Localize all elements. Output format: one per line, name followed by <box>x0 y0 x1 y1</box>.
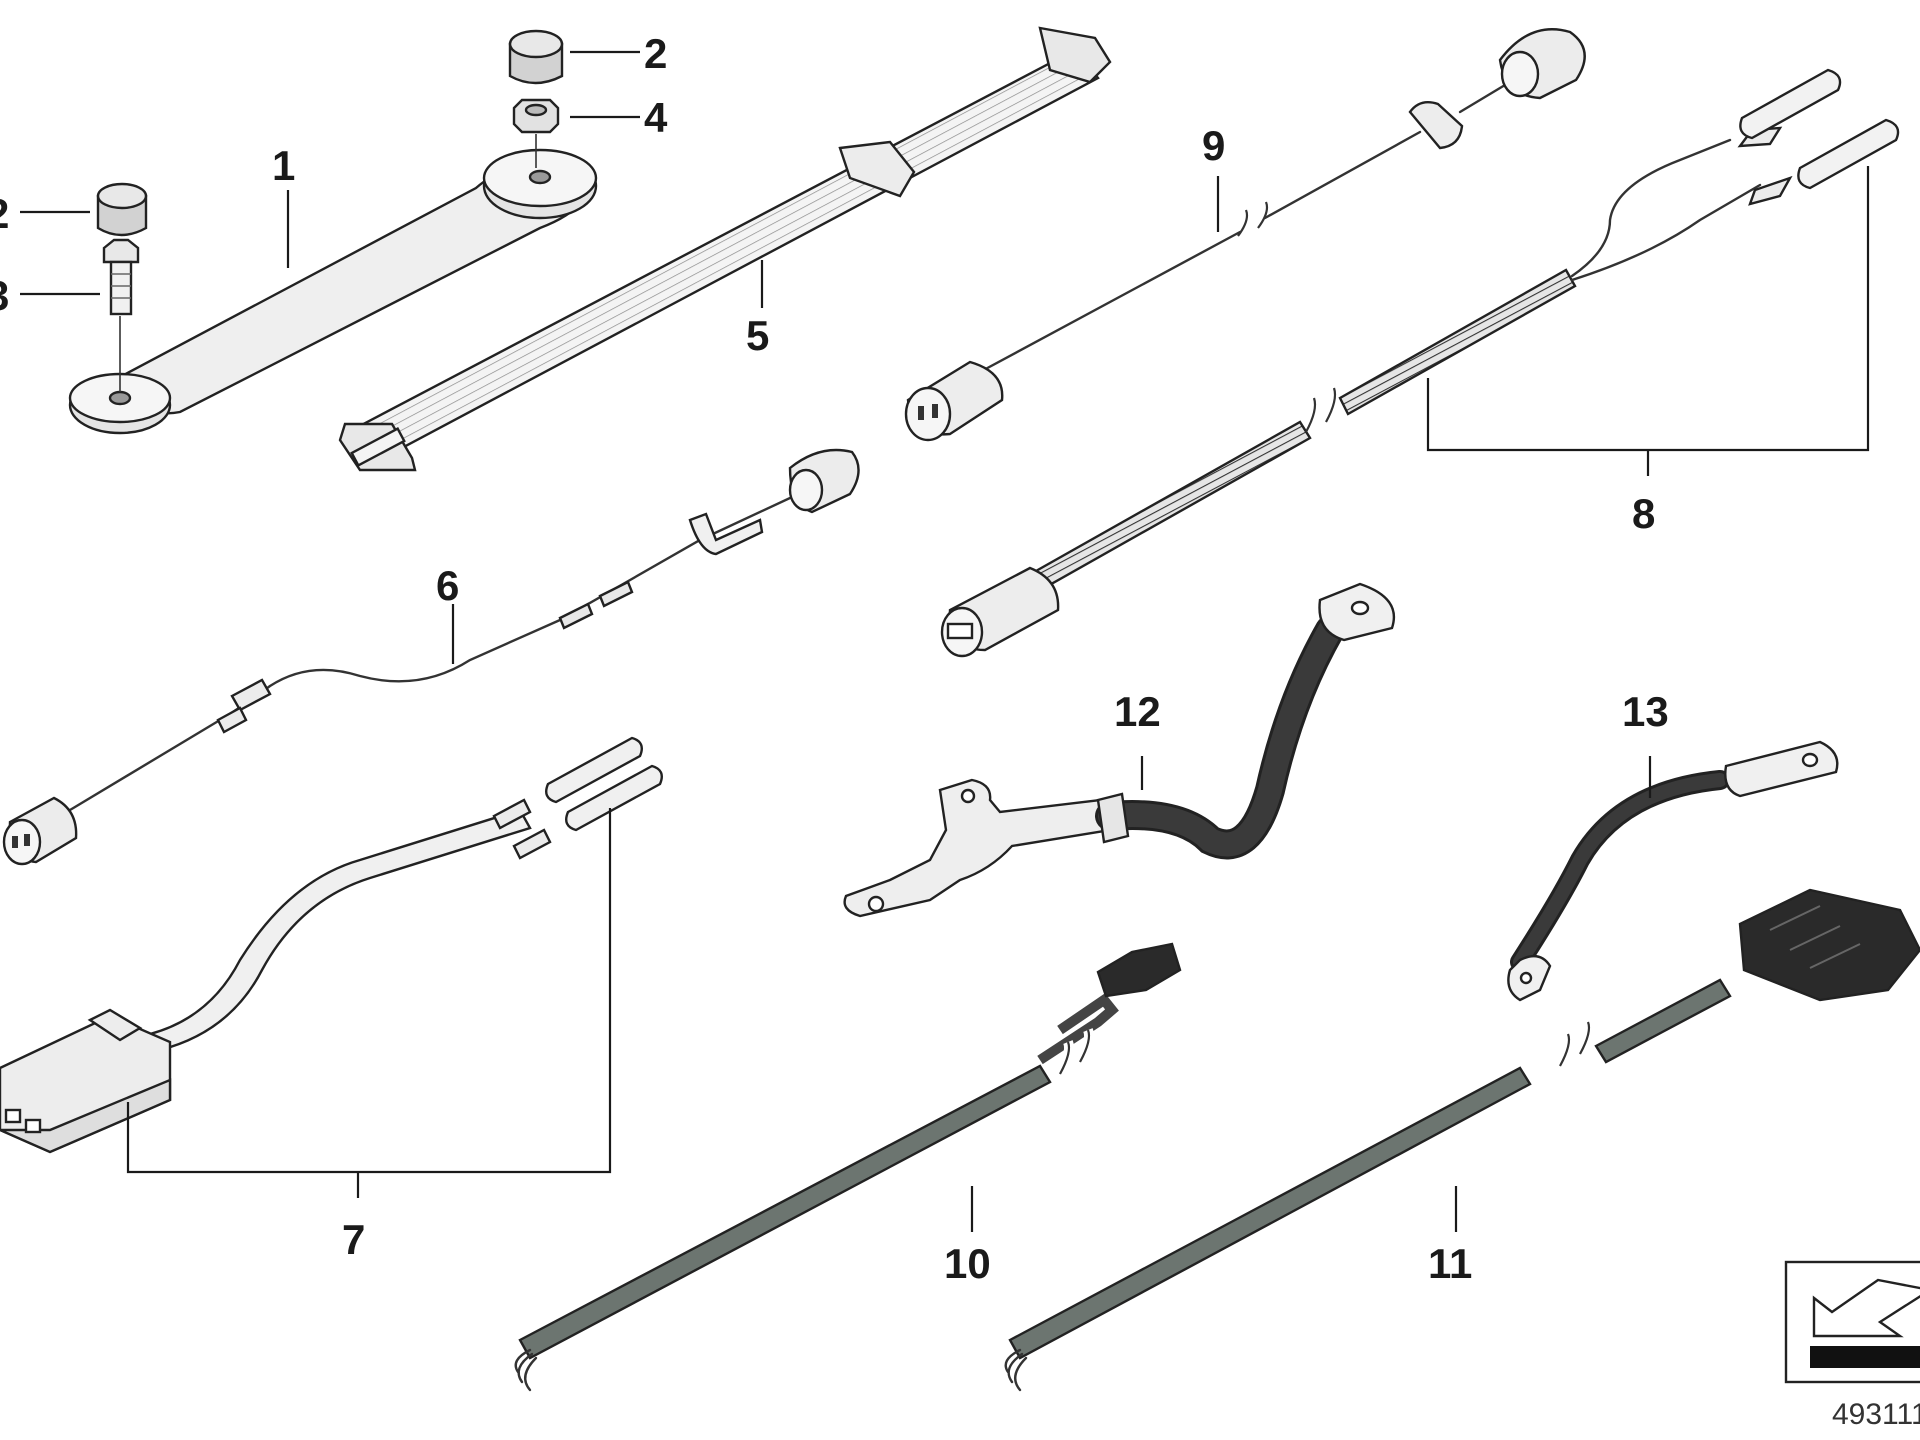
part-2-cap-top <box>508 29 564 85</box>
callout-2-left: 2 <box>0 190 9 237</box>
callout-7: 7 <box>342 1216 365 1263</box>
callout-3: 3 <box>0 272 9 319</box>
reference-box: 493111 <box>1784 1260 1920 1431</box>
callout-11: 11 <box>1428 1240 1472 1287</box>
part-4-nut <box>512 98 560 168</box>
part-10-cable <box>514 942 1182 1392</box>
part-12-ground-strap <box>843 582 1396 918</box>
part-5-ribbon-cable <box>338 26 1112 472</box>
part-9-sensor-cable <box>904 28 1586 442</box>
part-11-cable <box>1004 888 1920 1392</box>
callout-2-top: 2 <box>644 30 667 77</box>
reference-number: 493111 <box>1832 1398 1920 1431</box>
part-3-screw <box>102 238 140 392</box>
part-2-cap-left <box>96 182 148 237</box>
leader-lines <box>20 50 1870 1232</box>
part-6-sensor-wire <box>2 448 860 866</box>
callout-5: 5 <box>746 312 769 359</box>
callout-12: 12 <box>1114 688 1161 735</box>
callout-4: 4 <box>644 94 668 141</box>
part-13-ground-wire <box>1507 740 1839 1002</box>
callout-6: 6 <box>436 562 459 609</box>
callout-8: 8 <box>1632 490 1655 537</box>
part-1-strap <box>68 148 598 435</box>
callout-9: 9 <box>1202 122 1225 169</box>
callout-1: 1 <box>272 142 295 189</box>
part-7-connector-harness <box>0 736 663 1154</box>
callout-10: 10 <box>944 1240 991 1287</box>
callout-labels: 1 2 4 2 3 5 9 6 7 8 12 13 10 11 <box>0 30 1669 1287</box>
arrow-icon <box>1812 1278 1920 1338</box>
part-8-coiled-cable <box>940 68 1900 658</box>
callout-13: 13 <box>1622 688 1669 735</box>
